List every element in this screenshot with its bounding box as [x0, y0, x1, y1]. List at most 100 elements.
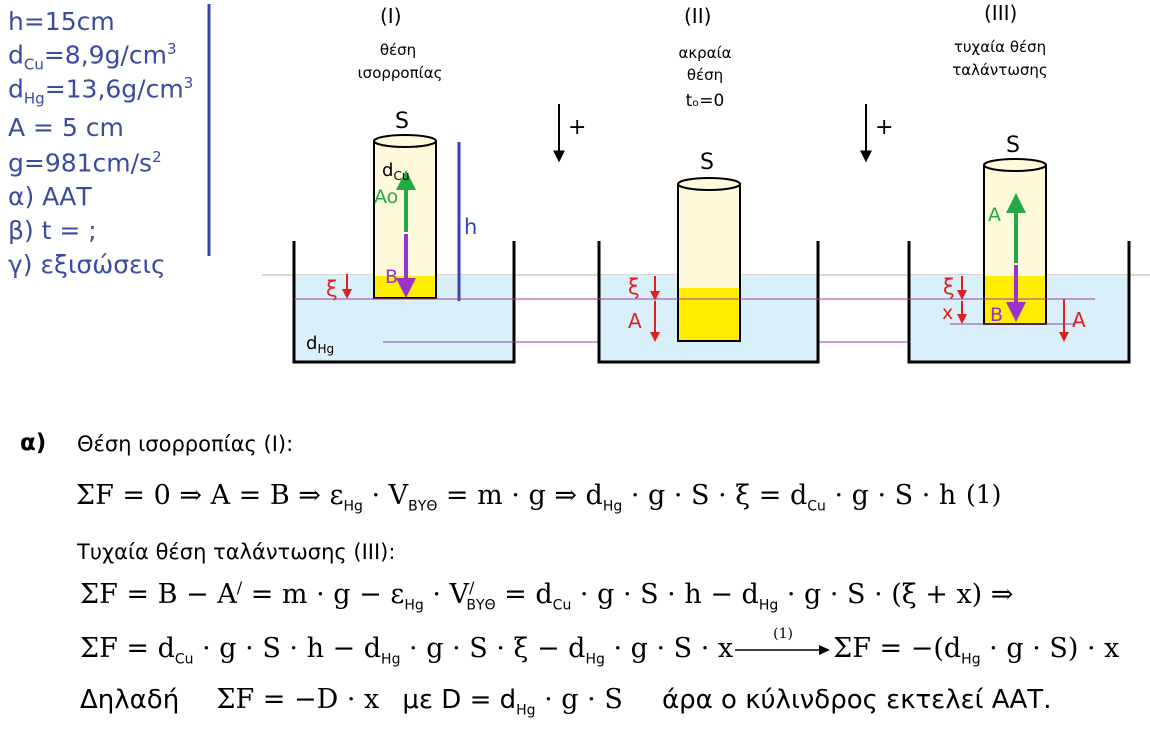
- given-dhg-symbol: d: [8, 74, 24, 104]
- equation-4: Δηλαδή ΣF = −D · x με D = dHg · g · S άρ…: [80, 684, 1051, 718]
- given-h: h=15cm: [8, 7, 115, 36]
- eq2-sub-byth: ΒΥΘ: [466, 597, 496, 614]
- area-S-label-3: S: [1006, 133, 1020, 158]
- plus-sign-2: +: [875, 115, 893, 140]
- plus-sign-1: +: [568, 115, 586, 140]
- xi-label-2: ξ: [628, 275, 640, 299]
- eq4-constant-part-b: · g · S: [535, 684, 623, 715]
- panel-random-position: S A B ξ x A (III) τυχαία θέση ταλάντωσης: [294, 1, 1131, 364]
- cylinder-diagram: S dCu Ao B h ξ dHg (I) θέση ισορροπίας +…: [207, 1, 1150, 364]
- equilibrium-title: Θέση ισορροπίας (Ι):: [77, 432, 294, 456]
- given-density-copper: dCu=8,9g/cm3: [8, 42, 177, 72]
- cylinder-2-submerged: [679, 288, 739, 340]
- eq3-sub-hg: Hg: [381, 651, 401, 668]
- eq4-conclusion: άρα ο κύλινδρος εκτελεί ΑΑΤ.: [662, 685, 1052, 715]
- eq3-part-e: ΣF = −(d: [833, 633, 962, 664]
- area-S-label-1: S: [395, 109, 409, 134]
- equation-1: ΣF = 0 ⇒ A = B ⇒ εHg · VΒΥΘ = m · g ⇒ dH…: [76, 480, 956, 514]
- cylinder-1-top: [373, 134, 437, 148]
- A-amplitude-label-3: A: [1072, 308, 1086, 332]
- eq3-part-b: · g · S · h − d: [193, 633, 382, 664]
- panel-2-number: (II): [684, 4, 711, 28]
- B-label-1: B: [385, 266, 398, 288]
- eq4-sub-hg: Hg: [516, 702, 536, 719]
- eq1-part-e: · g · S · h: [825, 480, 957, 511]
- equation-2: ΣF = B − A/ = m · g − εHg · V/ΒΥΘ = dCu …: [80, 578, 1013, 613]
- eq1-part-a: ΣF = 0 ⇒ A = B ⇒ ε: [76, 480, 344, 511]
- eq1-sub-hg: Hg: [343, 498, 363, 515]
- long-arrow-icon: [735, 644, 831, 655]
- given-density-mercury: dHg=13,6g/cm3: [8, 76, 193, 106]
- panel-3-title-line2: ταλάντωσης: [952, 61, 1047, 79]
- eq1-sub-cu: Cu: [807, 498, 826, 515]
- A-label-3: A: [988, 204, 1001, 226]
- given-g-value: g=981cm/s: [8, 148, 153, 178]
- equation-1-number: (1): [966, 480, 1002, 509]
- panel-equilibrium: S dCu Ao B h ξ dHg (I) θέση ισορροπίας: [292, 4, 1059, 364]
- eq3-part-a: ΣF = d: [80, 633, 175, 664]
- eq4-constant-part-a: με D = d: [402, 685, 517, 715]
- implies-arrow: (1): [733, 626, 833, 660]
- panel-extreme-position: S ξ A (II) ακραία θέση tₒ=0: [597, 4, 820, 364]
- eq2-part-f: · g · S · (ξ + x) ⇒: [778, 579, 1014, 610]
- xi-label-1: ξ: [326, 277, 338, 301]
- eq4-therefore: Δηλαδή: [80, 685, 180, 715]
- eq3-part-f: · g · S) · x: [980, 633, 1120, 664]
- given-gravity: g=981cm/s2: [8, 148, 162, 178]
- eq2-part-d: = d: [495, 579, 553, 610]
- given-dhg-subscript: Hg: [23, 89, 45, 108]
- eq1-part-d: · g · S · ξ = d: [622, 480, 808, 511]
- xi-label-3: ξ: [943, 275, 955, 299]
- t0-label: tₒ=0: [686, 91, 725, 111]
- eq3-sub-hg2: Hg: [585, 651, 605, 668]
- eq3-part-c: · g · S · ξ − d: [400, 633, 586, 664]
- given-dcu-exponent: 3: [166, 40, 177, 58]
- eq1-part-c: = m · g ⇒ d: [437, 480, 603, 511]
- given-dcu-symbol: d: [8, 40, 24, 70]
- eq3-part-d: · g · S · x: [604, 633, 734, 664]
- vessel-1: [292, 241, 516, 364]
- A-label-2: A: [628, 309, 642, 333]
- random-position-title: Τυχαία θέση ταλάντωσης (ΙΙΙ):: [77, 540, 396, 564]
- panel-3-number: (III): [984, 1, 1017, 25]
- given-dcu-subscript: Cu: [23, 55, 44, 74]
- panel-1-title-line1: θέση: [380, 41, 416, 59]
- panel-1-title-line2: ισορροπίας: [358, 64, 443, 82]
- A0-label: Ao: [374, 186, 398, 208]
- eq2-sub-cu: Cu: [552, 597, 572, 614]
- given-amplitude: A = 5 cm: [8, 113, 124, 142]
- given-dhg-exponent: 3: [183, 74, 194, 92]
- eq1-sub-byth: ΒΥΘ: [408, 498, 438, 515]
- eq2-part-c: · V: [423, 579, 470, 610]
- cylinder-3-top: [983, 158, 1047, 172]
- equation-3: ΣF = dCu · g · S · h − dHg · g · S · ξ −…: [80, 626, 1120, 668]
- eq2-prime2: /: [469, 578, 475, 597]
- eq3-sub-hg3: Hg: [961, 651, 981, 668]
- vessel-2: [597, 241, 820, 364]
- eq2-sub-hg2: Hg: [758, 597, 779, 614]
- eq2-part-a: ΣF = B − A: [80, 579, 237, 610]
- panel-1-number: (I): [380, 4, 402, 28]
- h-label: h: [464, 215, 477, 239]
- implies-arrow-ref: (1): [773, 625, 793, 642]
- x-label-3: x: [942, 302, 953, 324]
- part-a-label: α): [20, 430, 47, 456]
- B-label-3: B: [990, 304, 1003, 326]
- panel-3-title-line1: τυχαία θέση: [954, 38, 1046, 56]
- eq2-sub-hg: Hg: [404, 597, 424, 614]
- given-dhg-value: =13,6g/cm: [44, 74, 184, 104]
- eq2-part-e: · g · S · h − d: [571, 579, 759, 610]
- area-S-label-2: S: [700, 150, 714, 175]
- question-a: α) ΑΑΤ: [8, 182, 92, 211]
- question-c: γ) εξισώσεις: [8, 250, 166, 279]
- given-dcu-value: =8,9g/cm: [43, 40, 167, 70]
- eq3-sub-cu: Cu: [174, 651, 194, 668]
- cylinder-2-top: [677, 177, 741, 191]
- panel-2-title-line1: ακραία: [678, 44, 731, 62]
- given-g-exponent: 2: [152, 148, 162, 166]
- eq4-force-law: ΣF = −D · x: [216, 684, 380, 715]
- panel-2-title-line2: θέση: [687, 66, 723, 84]
- eq2-part-b: = m · g − ε: [242, 579, 405, 610]
- question-b: β) t = ;: [8, 216, 97, 245]
- vessel-3: [907, 241, 1131, 364]
